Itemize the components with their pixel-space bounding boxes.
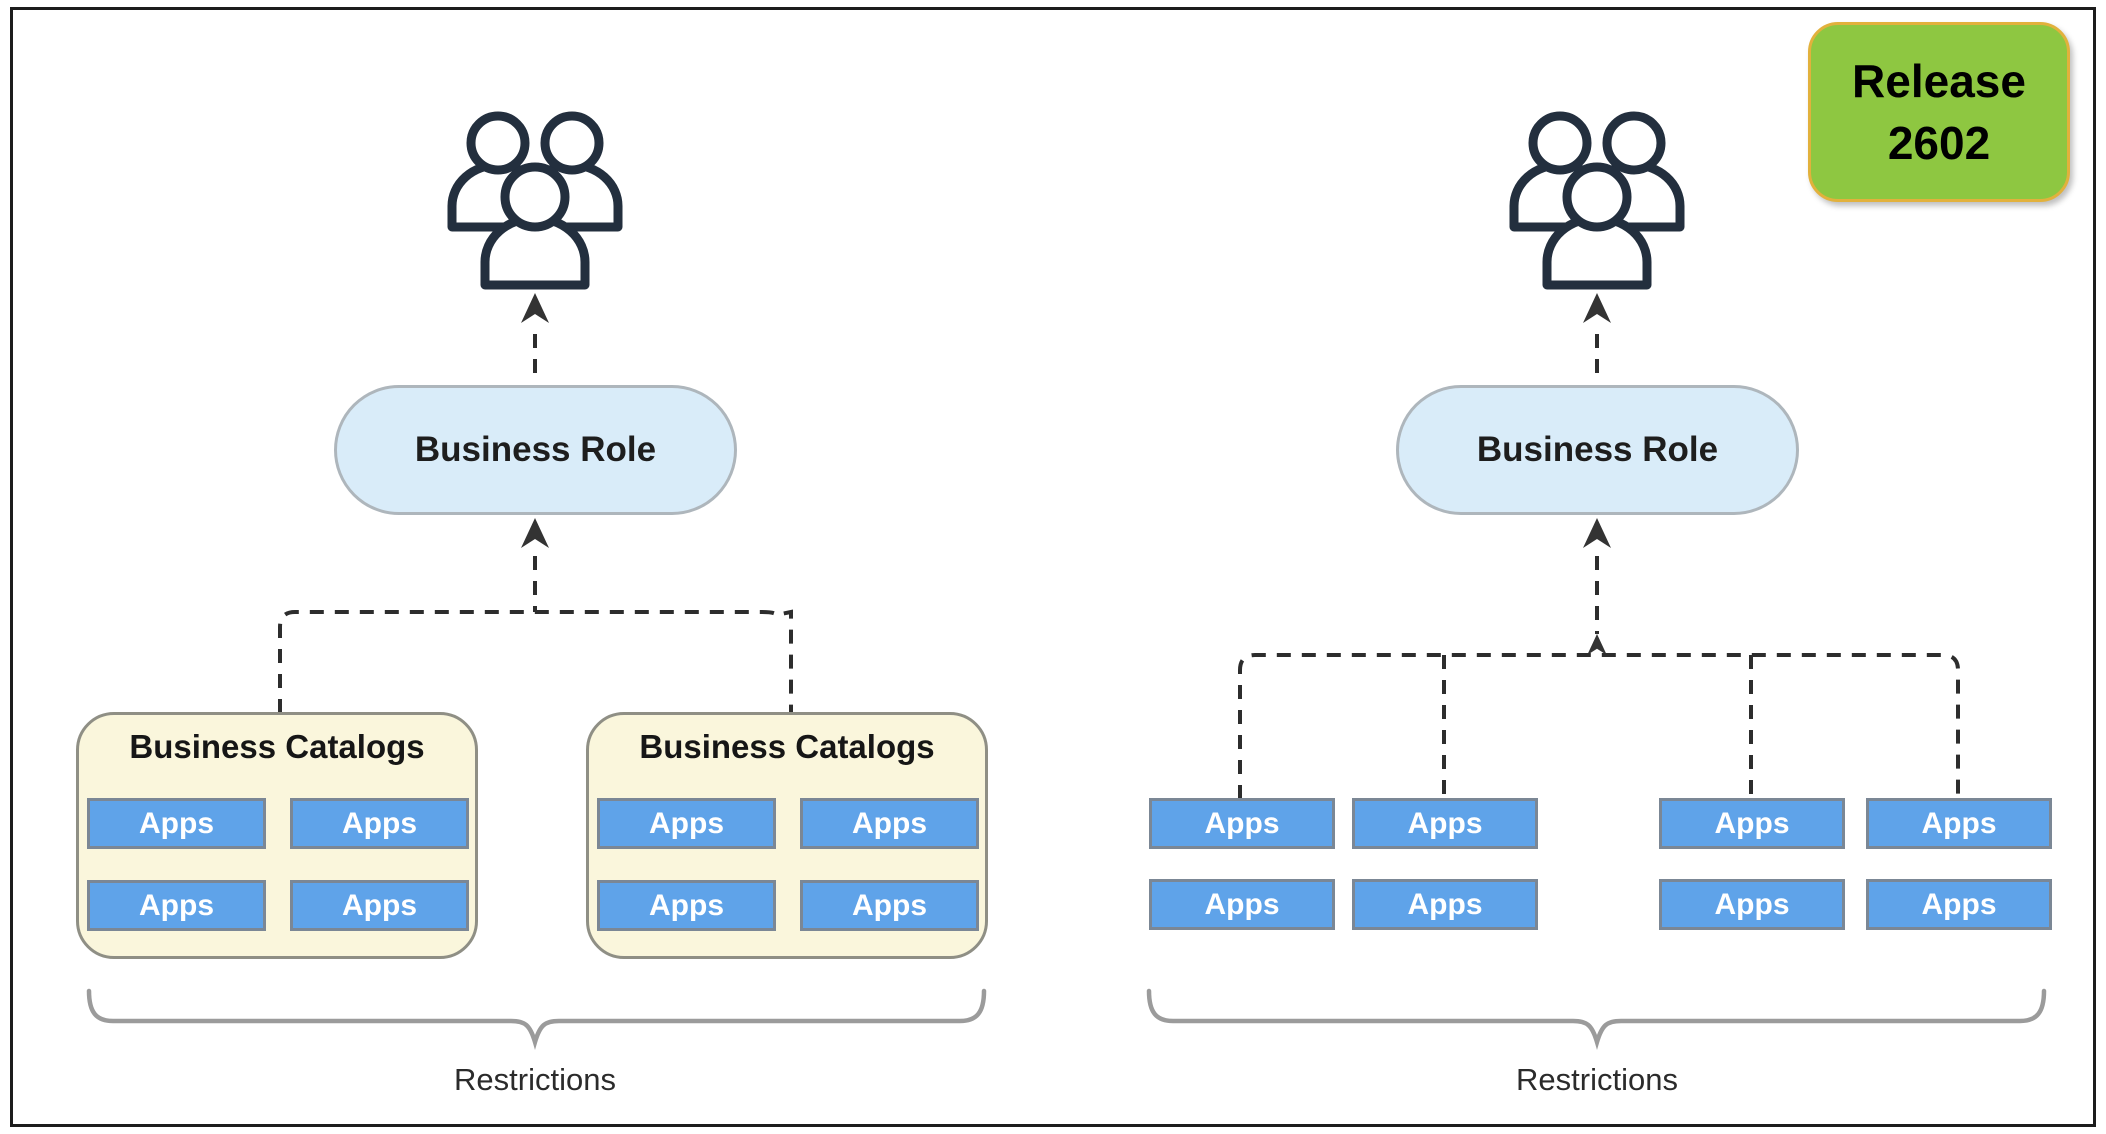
restrictions-label: Restrictions xyxy=(454,1062,616,1097)
release-badge: Release 2602 xyxy=(1808,22,2070,202)
business-role-pill: Business Role xyxy=(334,385,737,515)
arrow-up-icon xyxy=(521,518,549,548)
app-box: Apps xyxy=(87,798,266,849)
app-box: Apps xyxy=(290,798,469,849)
arrow-up-icon xyxy=(1583,293,1611,323)
business-catalogs-box: Business Catalogs Apps Apps Apps Apps xyxy=(76,712,478,959)
app-box: Apps xyxy=(1866,879,2052,930)
users-group-icon xyxy=(1514,116,1680,285)
arrow-up-icon xyxy=(1587,634,1607,655)
app-box: Apps xyxy=(1659,879,1845,930)
release-badge-line2: 2602 xyxy=(1887,117,1991,169)
business-catalogs-box: Business Catalogs Apps Apps Apps Apps xyxy=(586,712,988,959)
business-catalogs-title: Business Catalogs xyxy=(129,728,425,765)
app-box: Apps xyxy=(1352,798,1538,849)
app-box: Apps xyxy=(800,880,979,931)
app-box: Apps xyxy=(597,798,776,849)
business-catalogs-title: Business Catalogs xyxy=(639,728,935,765)
business-role-pill: Business Role xyxy=(1396,385,1799,515)
app-box: Apps xyxy=(597,880,776,931)
arrow-up-icon xyxy=(1583,518,1611,548)
app-box: Apps xyxy=(1866,798,2052,849)
release-badge-line1: Release xyxy=(1852,54,2026,107)
dashed-connector-catalog-tree xyxy=(278,609,793,713)
users-group-icon xyxy=(452,116,618,285)
restrictions-brace xyxy=(1146,988,2047,1050)
arrow-up-icon xyxy=(521,293,549,323)
restrictions-label: Restrictions xyxy=(1516,1062,1678,1097)
app-box: Apps xyxy=(800,798,979,849)
restrictions-brace xyxy=(86,988,987,1050)
app-box: Apps xyxy=(1149,798,1335,849)
app-box: Apps xyxy=(87,880,266,931)
app-box: Apps xyxy=(1659,798,1845,849)
page-border xyxy=(10,7,2096,1127)
app-box: Apps xyxy=(290,880,469,931)
dashed-connector-apps-tree xyxy=(1238,653,1960,799)
app-box: Apps xyxy=(1149,879,1335,930)
app-box: Apps xyxy=(1352,879,1538,930)
